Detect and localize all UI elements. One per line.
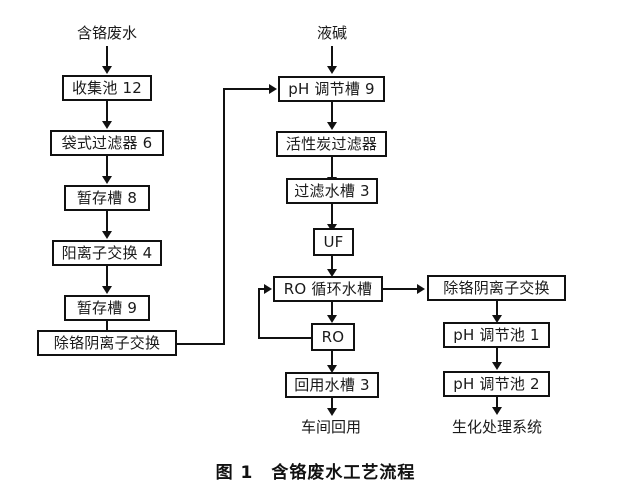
node-cation-exchange-4[interactable]: 阳离子交换 4 <box>52 240 162 266</box>
arrowhead-ro-circulation-tank-to-ro <box>327 315 337 323</box>
output-label-workshop-reuse: 车间回用 <box>300 417 361 436</box>
arrowhead-circulation-tank-to-chrome-anion-exchange-right <box>417 284 425 294</box>
node-buffer-tank-8[interactable]: 暂存槽 8 <box>64 185 150 211</box>
connector-circulation-tank-to-chrome-anion-exchange-right <box>383 288 419 290</box>
arrowhead-ro-recycle-to-circulation-tank <box>264 284 272 294</box>
node-collection-tank-12[interactable]: 收集池 12 <box>62 75 152 101</box>
arrowhead-left-to-ph-adjust-tank-9 <box>269 84 277 94</box>
connector-bag-filter-to-buffer-tank-8 <box>106 156 108 177</box>
connector-reuse-water-tank-to-workshop-reuse <box>331 398 333 412</box>
node-chrome-anion-exchange-right[interactable]: 除铬阴离子交换 <box>427 275 566 301</box>
arrowhead-reuse-water-tank-to-workshop-reuse <box>327 408 337 416</box>
arrowhead-ph-pond-1-to-ph-pond-2 <box>492 362 502 370</box>
output-label-biochem-system: 生化处理系统 <box>451 417 542 436</box>
arrowhead-input-to-collection-tank <box>102 66 112 74</box>
connector-ph-pond-1-to-ph-pond-2 <box>496 348 498 368</box>
node-uf[interactable]: UF <box>313 228 354 256</box>
node-bag-filter-6[interactable]: 袋式过滤器 6 <box>50 130 164 156</box>
connector-chrome-anion-exchange-right-to-ph-pond-1 <box>496 301 498 321</box>
arrowhead-collection-tank-to-bag-filter <box>102 121 112 129</box>
connector-buffer-tank-8-to-cation-exchange <box>106 211 108 232</box>
figure-caption: 图 1 含铬废水工艺流程 <box>215 463 416 483</box>
arrowhead-chrome-anion-exchange-right-to-ph-pond-1 <box>492 315 502 323</box>
connector-carbon-filter-to-filtered-water-tank <box>331 157 333 178</box>
connector-alkali-to-ph-adjust-tank-9 <box>331 46 333 67</box>
connector-left-to-ph-tank-segment-v <box>223 88 225 343</box>
connector-left-to-ph-tank-segment-h2 <box>223 88 271 90</box>
node-ph-adjust-tank-9[interactable]: pH 调节槽 9 <box>278 76 385 102</box>
node-reuse-water-tank-3[interactable]: 回用水槽 3 <box>285 372 379 398</box>
node-activated-carbon-filter[interactable]: 活性炭过滤器 <box>276 131 387 157</box>
node-ph-adjust-pond-2[interactable]: pH 调节池 2 <box>443 371 550 397</box>
connector-ph-tank-to-carbon-filter <box>331 102 333 123</box>
connector-collection-tank-to-bag-filter <box>106 101 108 122</box>
connector-ro-to-reuse-water-tank <box>331 351 333 371</box>
connector-uf-to-ro-circulation-tank <box>331 256 333 275</box>
connector-input-to-collection-tank <box>106 46 108 67</box>
connector-ro-recycle-segment-h1 <box>258 337 313 339</box>
connector-ro-recycle-segment-v <box>258 288 260 339</box>
connector-cation-exchange-to-buffer-tank-9 <box>106 266 108 287</box>
arrowhead-ph-tank-to-carbon-filter <box>327 122 337 130</box>
arrowhead-uf-to-ro-circulation-tank <box>327 269 337 277</box>
connector-filtered-water-tank-to-uf <box>331 204 333 225</box>
node-chrome-anion-exchange-left[interactable]: 除铬阴离子交换 <box>37 330 177 356</box>
node-ro-circulation-tank[interactable]: RO 循环水槽 <box>273 276 383 302</box>
arrowhead-alkali-to-ph-adjust-tank-9 <box>327 66 337 74</box>
input-label-chrome-wastewater: 含铬废水 <box>76 23 137 42</box>
connector-ro-recycle-segment-h2 <box>258 288 266 290</box>
connector-ro-circulation-tank-to-ro <box>331 302 333 321</box>
arrowhead-cation-exchange-to-buffer-tank-9 <box>102 286 112 294</box>
arrowhead-bag-filter-to-buffer-tank-8 <box>102 176 112 184</box>
input-label-liquid-alkali: 液碱 <box>316 23 347 42</box>
arrowhead-ro-to-reuse-water-tank <box>327 365 337 373</box>
arrowhead-ph-pond-2-to-biochem-system <box>492 407 502 415</box>
node-buffer-tank-9[interactable]: 暂存槽 9 <box>64 295 150 321</box>
node-ph-adjust-pond-1[interactable]: pH 调节池 1 <box>443 322 550 348</box>
connector-left-to-ph-tank-segment-h1 <box>177 343 225 345</box>
arrowhead-buffer-tank-8-to-cation-exchange <box>102 231 112 239</box>
node-ro[interactable]: RO <box>311 323 355 351</box>
connector-ph-pond-2-to-biochem-system <box>496 397 498 411</box>
node-filtered-water-tank-3[interactable]: 过滤水槽 3 <box>286 178 378 204</box>
